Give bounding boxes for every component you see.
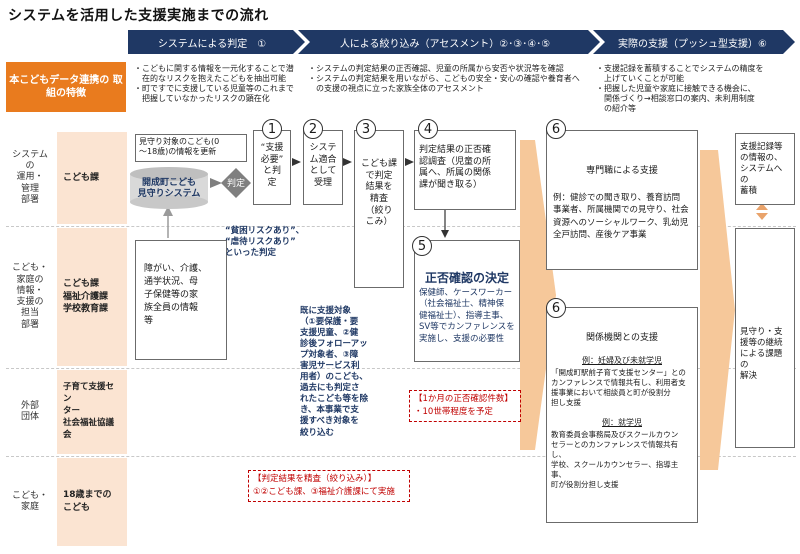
- arrow-4-to-5: [441, 230, 449, 238]
- refine-text: ①②こども課、③福祉介護課にて実施: [253, 486, 395, 497]
- arrow-to-results: [700, 150, 735, 470]
- step-6b-box: 関係機関との支援 例：妊婦及び未就学児 「開成町駅前子育て支援センター」との カ…: [546, 307, 698, 523]
- step-6a-number: 6: [546, 119, 566, 139]
- row-label-info-dept: こども・ 家庭の 情報・ 支援の 担当 部署: [11, 263, 48, 330]
- features-assessment: ・システムの判定結果の正否確認、児童の所属から安否や状況等を確認 ・システムの判…: [308, 64, 580, 93]
- step-6a-title: 専門職による支援: [586, 166, 658, 176]
- features-support: ・支援記録を蓄積することでシステムの精度を 上げていくことが可能 ・把握した児童…: [596, 64, 764, 113]
- step-5-number: 5: [412, 236, 432, 256]
- row-divider: [6, 456, 796, 457]
- phase-2-chevron: [298, 30, 600, 54]
- arrow-up-info: [163, 206, 173, 216]
- features-label: 本こどもデータ連携の 取組の特徴: [6, 62, 126, 112]
- features-system: ・こどもに関する情報を一元化することで潜 在的なリスクを抱えたこどもを抽出可能 …: [134, 64, 294, 103]
- step-1-box: “支援 必要” と判 定: [253, 130, 291, 205]
- row-label-family: こども・ 家庭: [11, 490, 48, 512]
- arrow-to-support: [520, 140, 556, 450]
- org-info-depts: こども課 福祉介護課 学校教育課: [57, 228, 127, 366]
- judge-diamond: [221, 168, 251, 198]
- step-4-box: 判定結果の正否確 認調査（児童の所 属へ、所属の関係 課が聞き取る）: [414, 130, 516, 210]
- step-6a-box: 専門職による支援 例：健診での聞き取り、養育訪問 事業者、所属機関での見守り、社…: [546, 130, 698, 270]
- arrow-up-down: [756, 203, 768, 210]
- row-label-system: システム の 運用・ 管理 部署: [12, 149, 48, 205]
- step-4-number: 4: [418, 119, 438, 139]
- step-6b-example-2: 例：就学児: [602, 417, 642, 427]
- step-2-box: システ ム適合 として 受理: [303, 130, 343, 205]
- risk-judgment-text: “貧困リスクあり”、 “虐待リスクあり” といった判定: [225, 226, 305, 259]
- monthly-count-title: 【1か月の正否確認件数】: [414, 394, 513, 404]
- exclusion-note: 既に支援対象 （①要保護・要 支援児童、②健 診後フォローアッ プ対象者、③障 …: [300, 306, 369, 438]
- step-3-number: 3: [356, 119, 376, 139]
- step-6b-text-1: 「開成町駅前子育て支援センター」との カンファレンスで情報共有し、利用者支 援事…: [551, 368, 686, 408]
- phase-3-chevron: [593, 30, 795, 54]
- step-6b-title: 関係機関との支援: [586, 333, 658, 343]
- page-title: システムを活用した支援実施までの流れ: [8, 8, 269, 24]
- org-external: 子育て支援セン ター 社会福祉協議 会: [57, 370, 127, 454]
- step-5-box: 正否確認の決定 保健師、ケースワーカー （社会福祉士、精神保 健福祉士）、指導主…: [414, 240, 520, 362]
- arrow-down-up: [756, 213, 768, 220]
- step-2-number: 2: [303, 119, 323, 139]
- step-6a-text: 例：健診での聞き取り、養育訪問 事業者、所属機関での見守り、社会 資源へのソーシ…: [553, 193, 689, 240]
- step-5-title: 正否確認の決定: [424, 271, 509, 285]
- row-divider: [6, 368, 796, 369]
- arrow-2-to-3: [343, 158, 352, 166]
- judge-label: 判定: [226, 179, 245, 189]
- system-database: [128, 166, 210, 210]
- step-3-box: こども課 で判定 結果を 精査 （絞り こみ）: [354, 130, 404, 288]
- arrow-1-to-2: [292, 158, 301, 166]
- monthly-count-text: ・10世帯程度を予定: [414, 406, 493, 417]
- step-6b-text-2: 教育委員会事務局及びスクールカウン セラーとのカンファレンスで情報共有し、 学校…: [551, 429, 679, 490]
- phase-header: [128, 30, 795, 54]
- refine-title: 【判定結果を精査（絞り込み）】: [253, 474, 377, 484]
- continuous-support-box: 見守り・支 援等の継続 による課題の 解決: [735, 228, 795, 448]
- phase-1-label: システムによる判定 ①: [157, 38, 267, 50]
- arrow-db-to-judge: [210, 178, 222, 188]
- step-6b-number: 6: [546, 298, 566, 318]
- record-accumulation-box: 支援記録等 の情報の、 システムへの 蓄積: [735, 133, 795, 205]
- monthly-count-box: 【1か月の正否確認件数】 ・10世帯程度を予定: [409, 390, 521, 422]
- row-label-external: 外部 団体: [20, 400, 39, 422]
- step-1-number: 1: [262, 119, 282, 139]
- org-children: 18歳までの こども: [57, 458, 127, 546]
- arrow-3-to-4: [405, 158, 414, 166]
- step-5-text: 保健師、ケースワーカー （社会福祉士、精神保 健福祉士）、指導主事、 SV等でカ…: [419, 288, 515, 344]
- phase-1-chevron: [128, 30, 305, 54]
- phase-3-label: 実際の支援（プッシュ型支援）⑥: [618, 38, 767, 50]
- family-info-box: 障がい、介護、 通学状況、母 子保健等の家 族全員の情報 等: [135, 240, 227, 360]
- database-icon: [130, 167, 208, 209]
- step-6b-example-1: 例：妊婦及び未就学児: [582, 356, 662, 365]
- system-name: 開成町こども 見守りシステム: [137, 178, 201, 200]
- phase-2-label: 人による絞り込み（アセスメント）②･③･④･⑤: [339, 38, 551, 50]
- refine-box: 【判定結果を精査（絞り込み）】 ①②こども課、③福祉介護課にて実施: [248, 470, 410, 502]
- target-info-box: 見守り対象のこども(0 〜18歳)の情報を更新: [135, 134, 247, 162]
- org-children-dept: こども課: [57, 132, 127, 224]
